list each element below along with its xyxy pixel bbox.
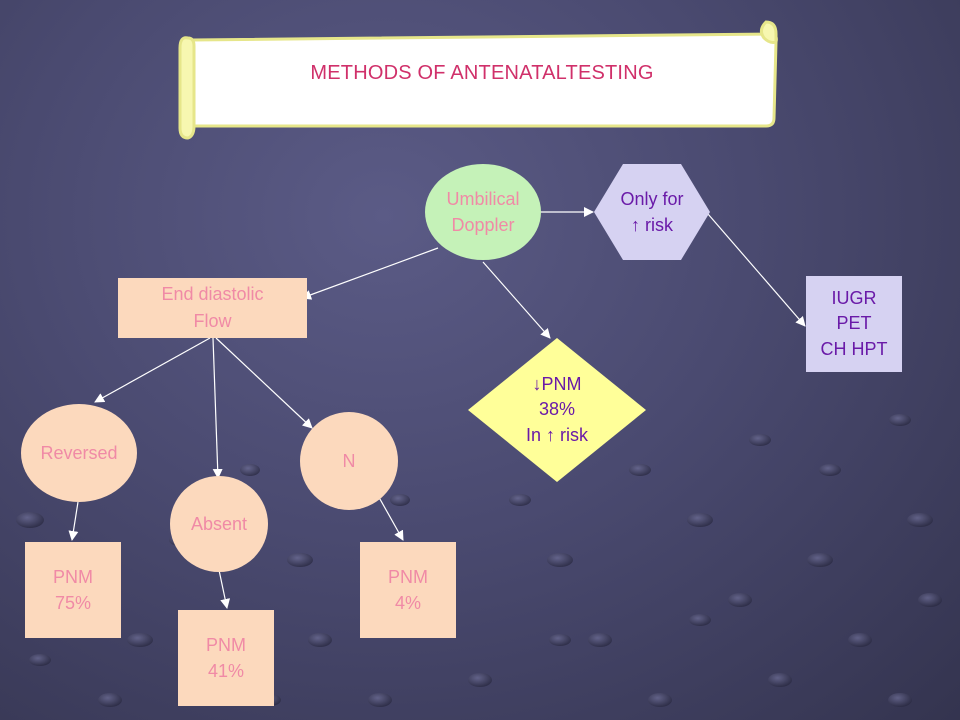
absent-label: Absent — [190, 513, 248, 534]
iugr-pet-chhpt-node: IUGR PET CH HPT — [806, 276, 902, 372]
arrow-absent-to-pnm41 — [218, 569, 231, 609]
pnm75-line1: PNM — [53, 566, 93, 587]
only-for-risk-line1: Only for — [620, 188, 684, 209]
arrow-doppler-to-end-diastolic — [301, 247, 439, 300]
pnm75-line2: 75% — [54, 593, 92, 613]
arrow-n-to-pnm4 — [375, 491, 404, 541]
iugr-line3: CH HPT — [820, 338, 888, 359]
pnm41-line1: PNM — [206, 634, 246, 655]
pnm38-line2: 38% — [538, 399, 575, 420]
pnm38-line3: In ↑ risk — [525, 424, 588, 445]
pnm-41-node: PNM 41% — [178, 610, 274, 706]
only-for-risk-line2: ↑ risk — [631, 215, 673, 235]
umbilical-doppler-line1: Umbilical — [446, 188, 520, 209]
arrow-only-for-risk-to-iugr — [707, 213, 806, 327]
normal-node: N — [300, 412, 398, 510]
end-diastolic-line2: Flow — [193, 311, 232, 331]
pnm4-line2: 4% — [394, 593, 421, 613]
pnm-75-node: PNM 75% — [25, 542, 121, 638]
arrow-end-diastolic-to-absent — [212, 337, 223, 479]
absent-node: Absent — [170, 476, 268, 572]
reversed-node: Reversed — [21, 404, 137, 502]
end-diastolic-line1: End diastolic — [161, 284, 264, 304]
pnm41-line2: 41% — [207, 661, 245, 681]
umbilical-doppler-node: Umbilical Doppler — [425, 164, 541, 260]
arrow-end-diastolic-to-n — [215, 337, 313, 429]
arrow-doppler-to-pnm38 — [482, 261, 551, 339]
pnm38-line1: ↓PNM — [532, 374, 582, 395]
end-diastolic-flow-node: End diastolic Flow — [118, 278, 307, 338]
arrow-reversed-to-pnm75 — [68, 501, 79, 541]
iugr-line2: PET — [836, 313, 872, 334]
normal-label: N — [342, 450, 356, 471]
pnm-4-node: PNM 4% — [360, 542, 456, 638]
reversed-label: Reversed — [40, 442, 118, 463]
umbilical-doppler-line2: Doppler — [451, 215, 515, 235]
pnm4-line1: PNM — [388, 566, 428, 587]
arrow-end-diastolic-to-reversed — [94, 337, 211, 403]
page-title: METHODS OF ANTENATALTESTING — [310, 62, 654, 84]
iugr-line1: IUGR — [831, 288, 877, 309]
